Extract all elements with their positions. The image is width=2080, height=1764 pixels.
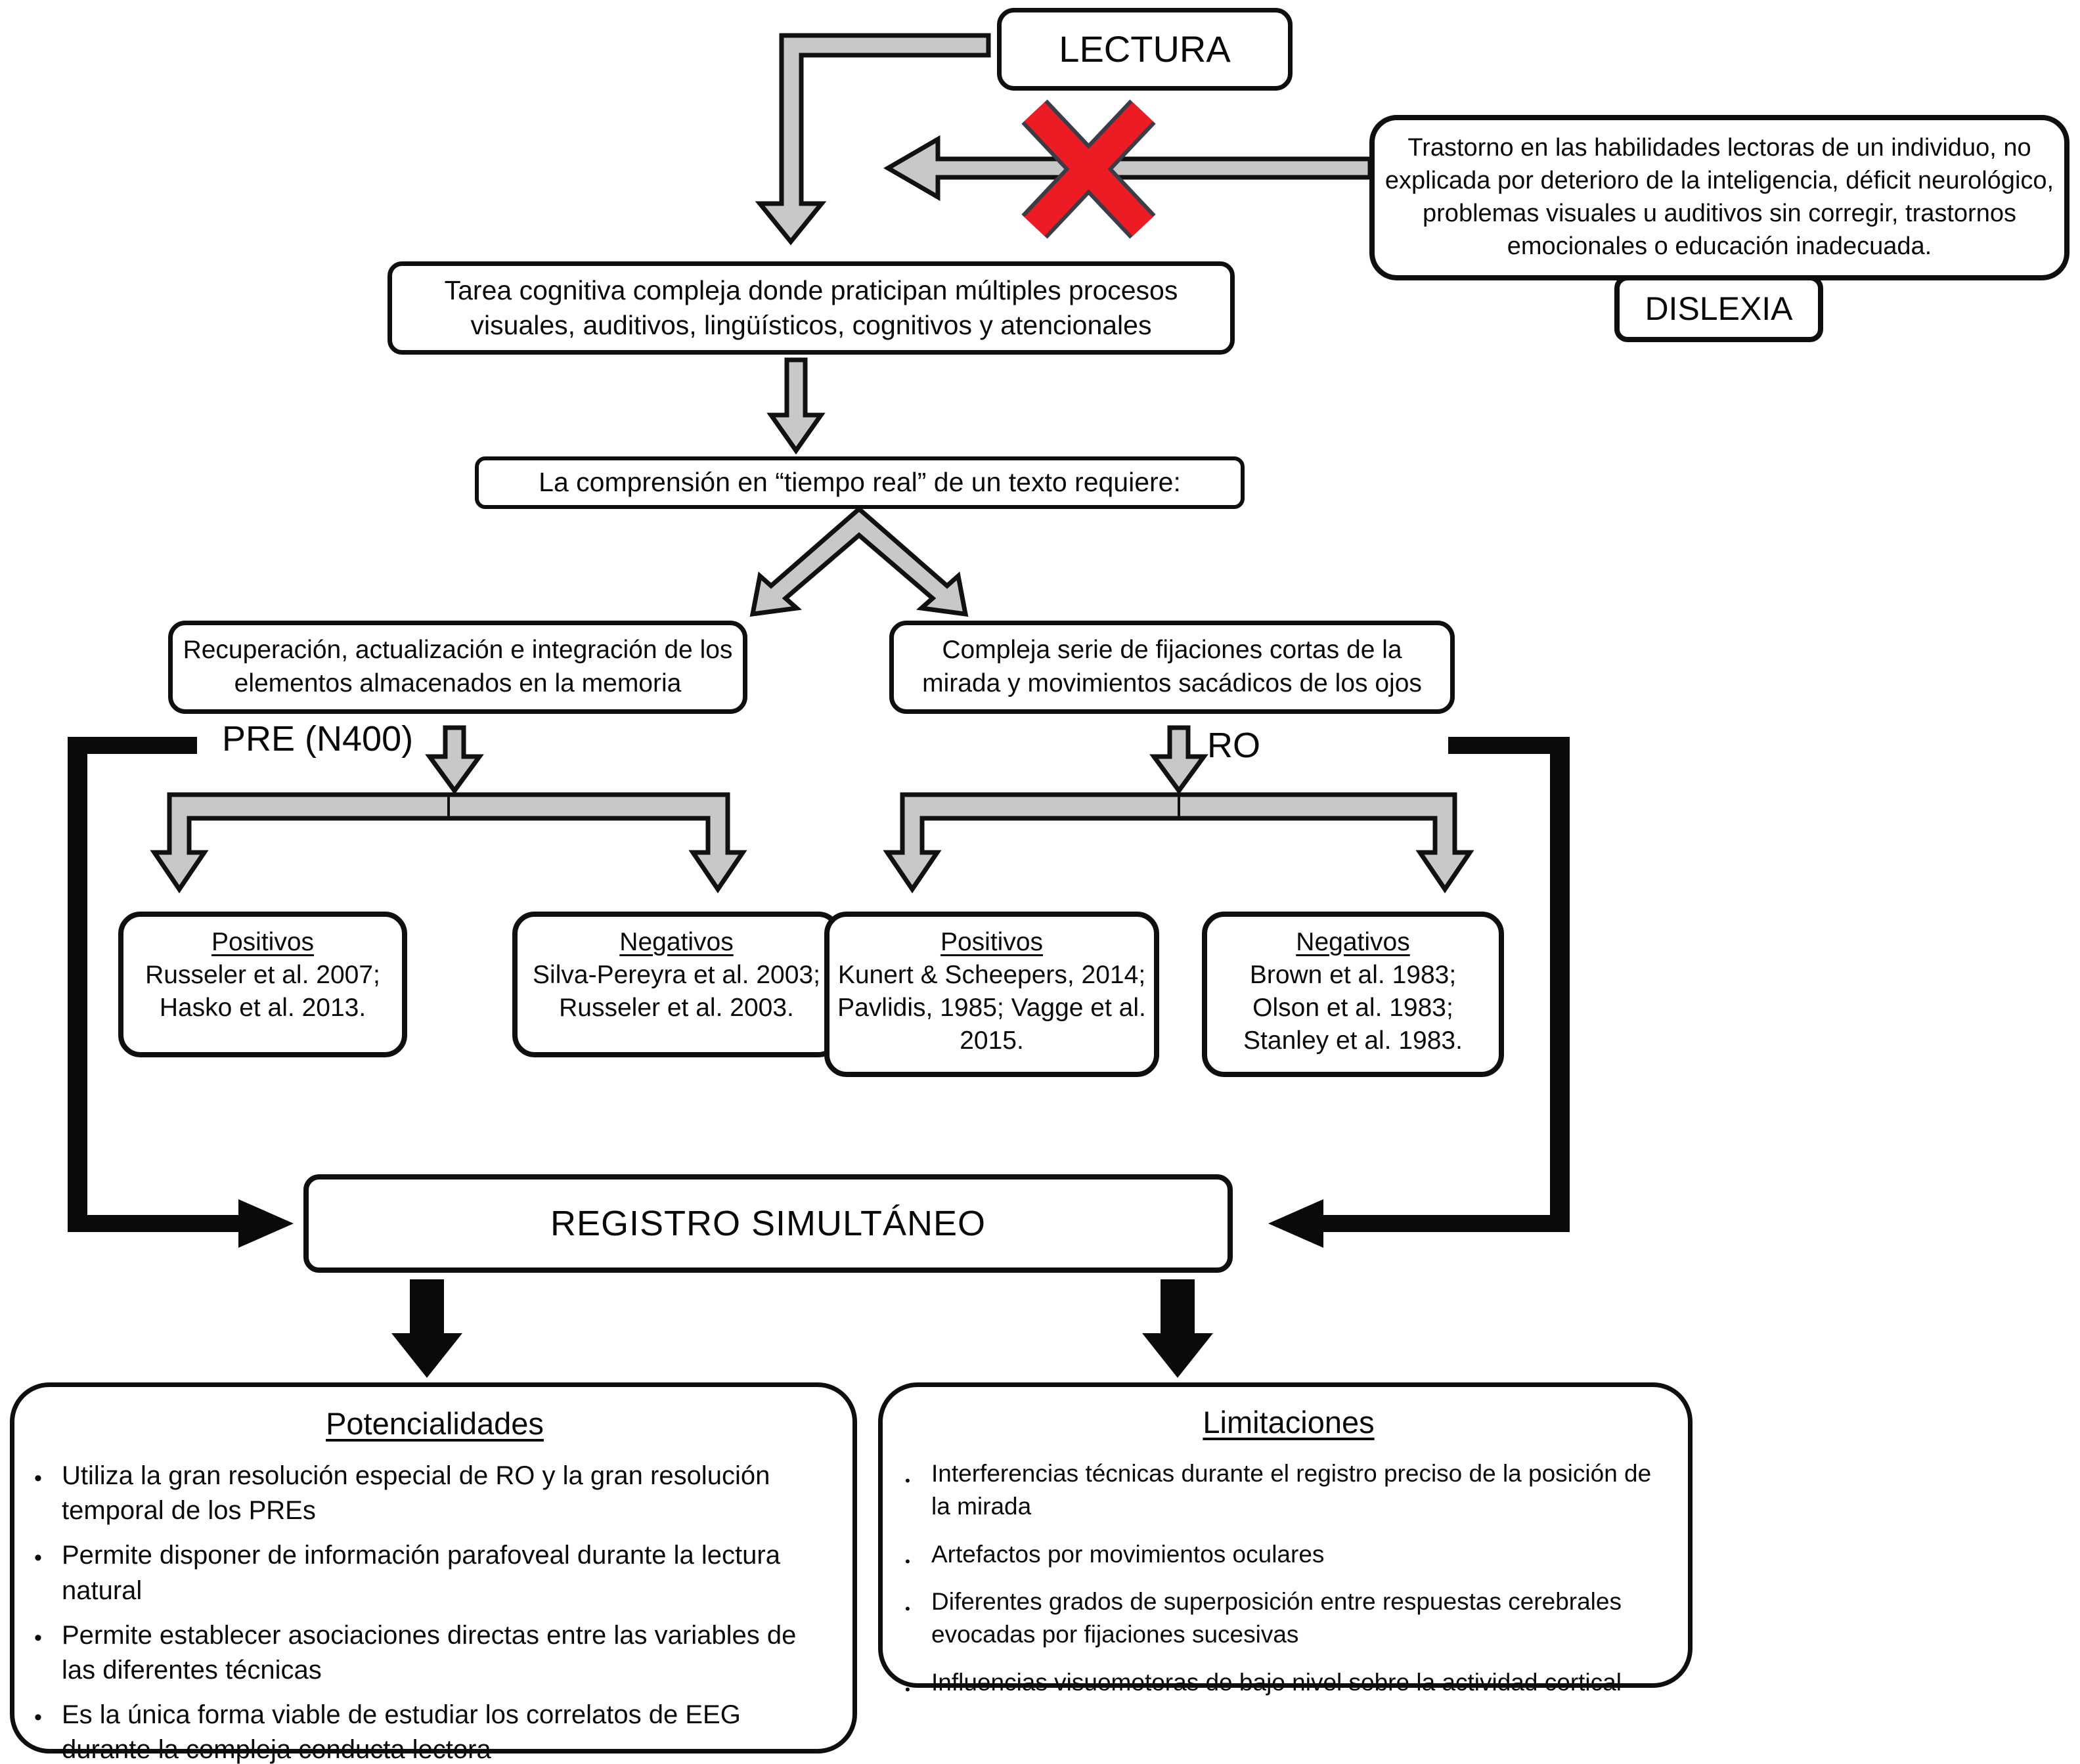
node-dislexia-definition: Trastorno en las habilidades lectoras de… (1369, 115, 2069, 280)
limitaciones-title: Limitaciones (1203, 1405, 1375, 1440)
panel-potencialidades: Potencialidades Utiliza la gran resoluci… (10, 1382, 857, 1764)
label-pre-n400: PRE (N400) (222, 719, 414, 759)
split-chevron-arrow (749, 506, 969, 617)
node-pre-negativos: Negativos Silva-Pereyra et al. 2003; Rus… (512, 912, 841, 1057)
list-item: Influencias visuomotoras de bajo nivel s… (905, 1666, 1672, 1699)
bullet-icon (34, 1618, 62, 1688)
arrow-registro-to-potencialidades (391, 1279, 462, 1378)
list-item: Permite disponer de información parafove… (34, 1538, 835, 1608)
bullet-icon (34, 1698, 62, 1764)
red-x-icon (1021, 99, 1156, 239)
node-ro-positivos: Positivos Kunert & Scheepers, 2014; Pavl… (824, 912, 1159, 1077)
bullet-icon (905, 1538, 931, 1571)
pre-positivos-refs: Russeler et al. 2007; Hasko et al. 2013. (145, 960, 380, 1022)
node-comprension-text: La comprensión en “tiempo real” de un te… (539, 467, 1181, 498)
node-recuperacion-memoria: Recuperación, actualización e integració… (168, 621, 747, 714)
list-item: Permite establecer asociaciones directas… (34, 1618, 835, 1688)
bullet-icon (905, 1585, 931, 1652)
bullet-icon (34, 1538, 62, 1608)
arrow-ro-down (1149, 725, 1208, 795)
pre-negativos-title: Negativos (619, 928, 734, 956)
splitter-pre (150, 792, 747, 894)
node-lectura-text: LECTURA (1059, 28, 1231, 70)
node-registro-simultaneo: REGISTRO SIMULTÁNEO (303, 1174, 1233, 1273)
list-item: Interferencias técnicas durante el regis… (905, 1457, 1672, 1524)
arrow-lectura-to-tarea (755, 33, 991, 246)
bullet-icon (905, 1666, 931, 1699)
bullet-icon (905, 1457, 931, 1524)
node-ro-negativos: Negativos Brown et al. 1983; Olson et al… (1202, 912, 1504, 1077)
bullet-icon (34, 1459, 62, 1528)
ro-negativos-refs: Brown et al. 1983; Olson et al. 1983; St… (1243, 960, 1463, 1055)
ro-positivos-refs: Kunert & Scheepers, 2014; Pavlidis, 1985… (837, 960, 1146, 1055)
node-dislexia-label-text: DISLEXIA (1645, 290, 1793, 327)
potencialidades-title: Potencialidades (326, 1406, 544, 1441)
label-ro: RO (1207, 726, 1260, 765)
node-tarea-cognitiva: Tarea cognitiva compleja donde praticipa… (387, 261, 1235, 355)
node-fijaciones-sacadicos: Compleja serie de fijaciones cortas de l… (889, 621, 1455, 714)
pre-positivos-title: Positivos (211, 928, 315, 956)
ro-positivos-title: Positivos (940, 928, 1044, 956)
node-pre-positivos: Positivos Russeler et al. 2007; Hasko et… (118, 912, 407, 1057)
splitter-ro (883, 792, 1474, 894)
list-item-text: Permite disponer de información parafove… (62, 1541, 780, 1605)
bracket-ro-to-registro (1268, 737, 1570, 1248)
node-comprension: La comprensión en “tiempo real” de un te… (475, 456, 1245, 509)
list-item-text: Es la única forma viable de estudiar los… (62, 1700, 741, 1764)
node-fijaciones-sacadicos-text: Compleja serie de fijaciones cortas de l… (922, 636, 1422, 697)
panel-limitaciones: Limitaciones Interferencias técnicas dur… (878, 1382, 1693, 1696)
list-item-text: Influencias visuomotoras de bajo nivel s… (931, 1668, 1622, 1696)
pre-negativos-refs: Silva-Pereyra et al. 2003; Russeler et a… (533, 960, 820, 1022)
list-item-text: Diferentes grados de superposición entre… (931, 1587, 1622, 1648)
node-recuperacion-memoria-text: Recuperación, actualización e integració… (183, 636, 733, 697)
node-lectura: LECTURA (997, 8, 1293, 91)
list-item: Es la única forma viable de estudiar los… (34, 1698, 835, 1764)
bracket-pre-to-registro (68, 737, 294, 1248)
list-item: Artefactos por movimientos oculares (905, 1538, 1672, 1571)
list-item: Diferentes grados de superposición entre… (905, 1585, 1672, 1652)
arrow-pre-down (425, 725, 484, 795)
ro-negativos-title: Negativos (1296, 928, 1410, 956)
limitaciones-list: Interferencias técnicas durante el regis… (905, 1457, 1672, 1699)
potencialidades-list: Utiliza la gran resolución especial de R… (34, 1459, 835, 1764)
list-item-text: Permite establecer asociaciones directas… (62, 1620, 797, 1685)
arrow-registro-to-limitaciones (1142, 1279, 1213, 1378)
arrow-dislexia-to-lectura (883, 135, 1373, 202)
node-dislexia-definition-text: Trastorno en las habilidades lectoras de… (1384, 134, 2054, 260)
node-registro-simultaneo-text: REGISTRO SIMULTÁNEO (550, 1203, 986, 1243)
list-item-text: Utiliza la gran resolución especial de R… (62, 1461, 770, 1526)
list-item-text: Artefactos por movimientos oculares (931, 1540, 1325, 1568)
list-item: Utiliza la gran resolución especial de R… (34, 1459, 835, 1528)
node-tarea-cognitiva-text: Tarea cognitiva compleja donde praticipa… (444, 275, 1178, 340)
list-item-text: Interferencias técnicas durante el regis… (931, 1460, 1652, 1520)
node-dislexia-label: DISLEXIA (1614, 275, 1823, 342)
arrow-tarea-to-comprension (766, 357, 826, 455)
